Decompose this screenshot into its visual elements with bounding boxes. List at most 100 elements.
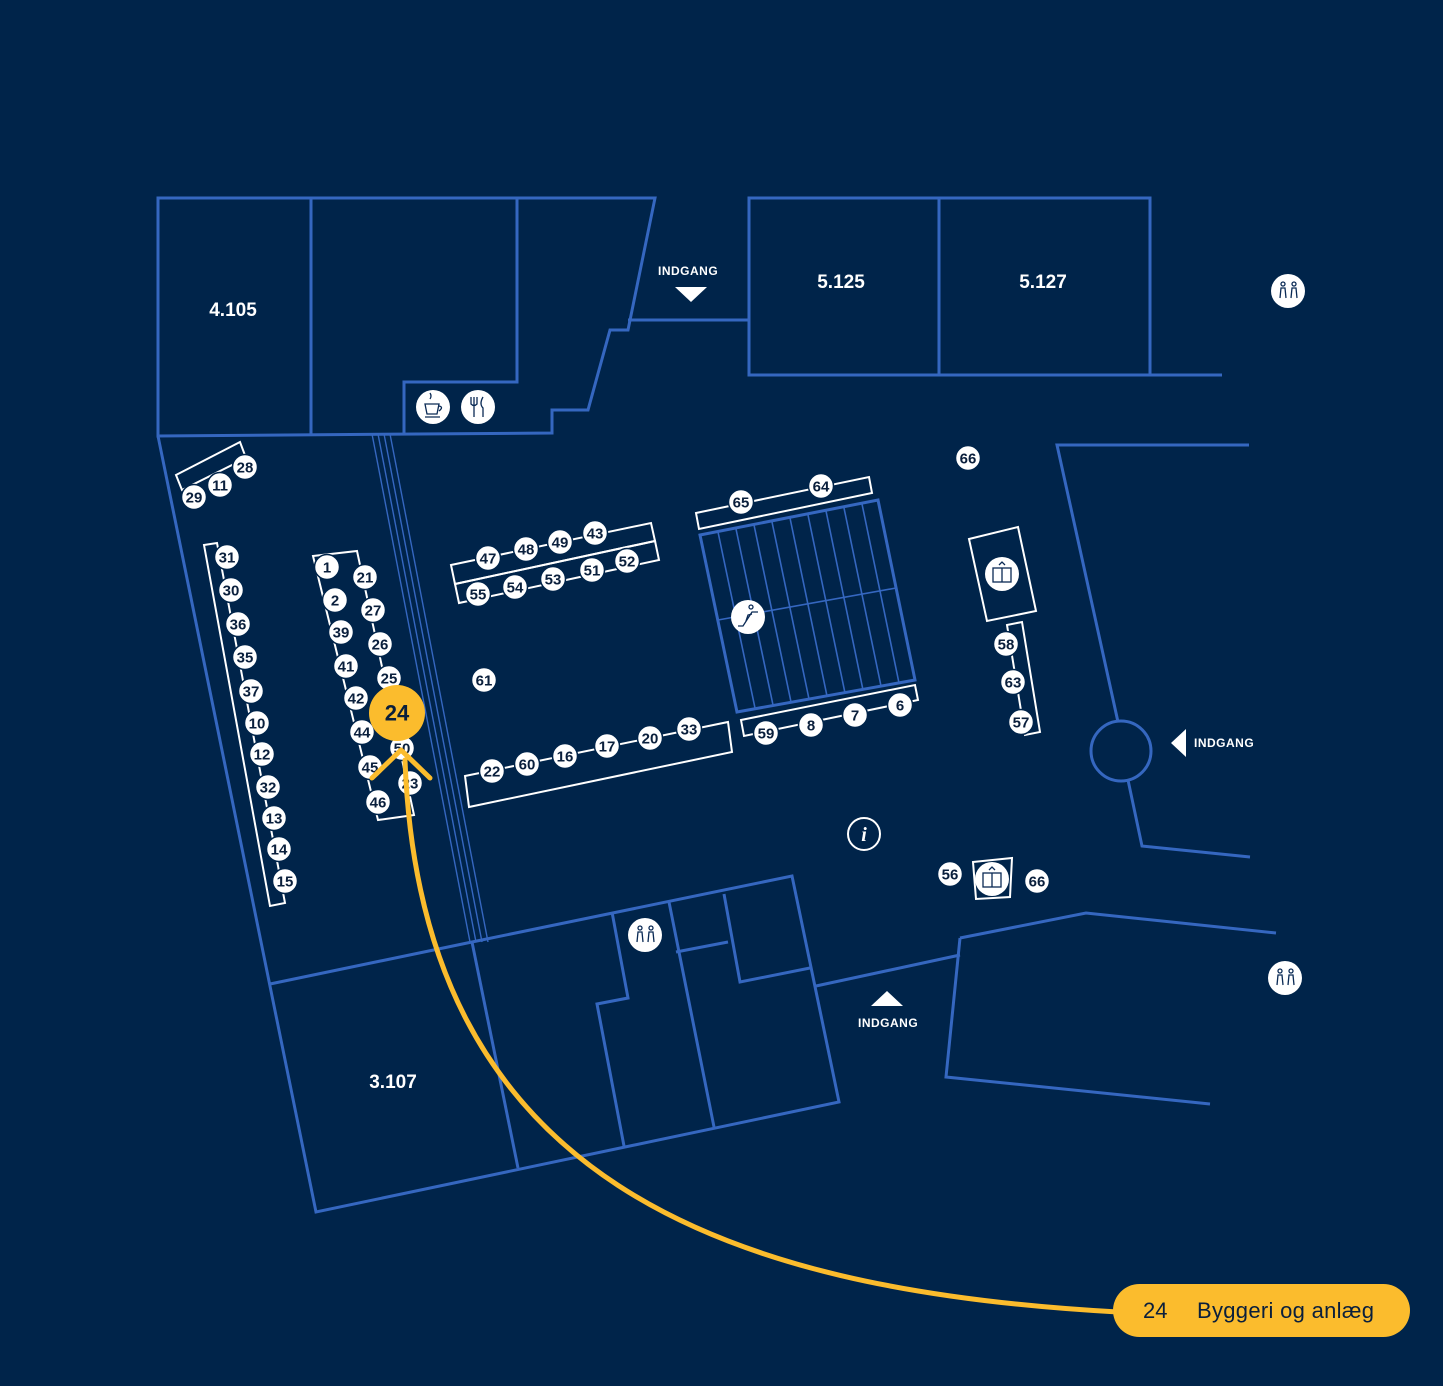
booth-marker[interactable]: 58 — [992, 630, 1020, 658]
booth-number: 60 — [519, 757, 536, 774]
booth-marker[interactable]: 2 — [321, 586, 349, 614]
booth-number: 48 — [518, 542, 535, 559]
booth-marker[interactable]: 53 — [539, 565, 567, 593]
booth-number: 61 — [476, 673, 493, 690]
booth-marker[interactable]: 6 — [886, 691, 914, 719]
booth-number: 35 — [237, 650, 254, 667]
booth-marker[interactable]: 28 — [231, 453, 259, 481]
booth-marker[interactable]: 12 — [248, 740, 276, 768]
booth-marker[interactable]: 20 — [636, 724, 664, 752]
booth-marker[interactable]: 31 — [213, 543, 241, 571]
info-icon[interactable]: i — [847, 817, 881, 851]
booth-number: 6 — [896, 698, 904, 715]
booth-marker[interactable]: 30 — [217, 576, 245, 604]
entrance-label: INDGANG — [858, 1016, 918, 1030]
booth-number: 12 — [254, 747, 271, 764]
booth-marker[interactable]: 48 — [512, 535, 540, 563]
booth-marker[interactable]: 54 — [501, 573, 529, 601]
booth-marker[interactable]: 26 — [366, 630, 394, 658]
booth-marker-circle — [478, 757, 506, 785]
booth-marker[interactable]: 17 — [593, 732, 621, 760]
booth-number: 16 — [557, 749, 574, 766]
booth-number: 30 — [223, 583, 240, 600]
booth-marker[interactable]: 63 — [999, 668, 1027, 696]
highlighted-booth[interactable]: 24 — [369, 685, 425, 741]
booth-marker[interactable]: 13 — [260, 804, 288, 832]
booth-marker[interactable]: 33 — [675, 715, 703, 743]
elevator-icon[interactable] — [975, 862, 1009, 896]
legend-label: Byggeri og anlæg — [1197, 1297, 1375, 1323]
booth-marker[interactable]: 27 — [359, 596, 387, 624]
booth-marker[interactable]: 47 — [474, 544, 502, 572]
booth-marker-circle — [231, 453, 259, 481]
booth-marker[interactable]: 8 — [797, 711, 825, 739]
booth-number: 20 — [642, 731, 659, 748]
booth-marker-circle — [613, 547, 641, 575]
booth-marker[interactable]: 44 — [348, 718, 376, 746]
booth-marker-circle — [886, 691, 914, 719]
booth-marker[interactable]: 21 — [351, 563, 379, 591]
booth-marker[interactable]: 45 — [356, 753, 384, 781]
booth-marker[interactable]: 1 — [313, 553, 341, 581]
restaurant-icon[interactable] — [461, 390, 495, 424]
booth-marker[interactable]: 22 — [478, 757, 506, 785]
booth-marker[interactable]: 56 — [936, 860, 964, 888]
booth-marker[interactable]: 65 — [727, 488, 755, 516]
booth-marker[interactable]: 16 — [551, 742, 579, 770]
booth-marker[interactable]: 7 — [841, 701, 869, 729]
booth-marker[interactable]: 49 — [546, 528, 574, 556]
booth-marker[interactable]: 64 — [807, 472, 835, 500]
elevator-icon[interactable] — [985, 557, 1019, 591]
booth-marker-circle — [351, 563, 379, 591]
booth-marker[interactable]: 14 — [265, 835, 293, 863]
booth-marker[interactable]: 25 — [375, 664, 403, 692]
booth-number: 54 — [507, 580, 524, 597]
booth-number: 39 — [333, 625, 350, 642]
booth-marker[interactable]: 23 — [396, 769, 424, 797]
highlighted-booth-number: 24 — [385, 701, 410, 726]
booth-marker[interactable]: 15 — [271, 867, 299, 895]
booth-marker[interactable]: 39 — [327, 618, 355, 646]
booth-number: 53 — [545, 572, 562, 589]
booth-marker[interactable]: 11 — [206, 471, 234, 499]
svg-text:i: i — [861, 824, 867, 846]
restroom-icon[interactable] — [1271, 274, 1305, 308]
stairs — [698, 498, 917, 714]
booth-marker-circle — [217, 576, 245, 604]
booth-marker[interactable]: 52 — [613, 547, 641, 575]
booth-marker[interactable]: 41 — [332, 652, 360, 680]
booth-marker-circle — [332, 652, 360, 680]
booth-marker-circle — [936, 860, 964, 888]
booth-marker-circle — [271, 867, 299, 895]
booth-number: 21 — [357, 570, 374, 587]
booth-marker[interactable]: 66 — [1023, 867, 1051, 895]
booth-marker[interactable]: 43 — [581, 519, 609, 547]
booth-marker[interactable]: 42 — [342, 684, 370, 712]
booth-marker-circle — [1023, 867, 1051, 895]
restroom-icon[interactable] — [628, 918, 662, 952]
coffee-icon[interactable] — [416, 390, 450, 424]
booth-number: 43 — [587, 526, 604, 543]
booth-marker[interactable]: 60 — [513, 750, 541, 778]
booth-marker[interactable]: 36 — [224, 610, 252, 638]
booth-marker-circle — [231, 643, 259, 671]
booth-marker-circle — [313, 553, 341, 581]
legend-item[interactable]: 24 Byggeri og anlæg — [1113, 1284, 1410, 1337]
booth-marker[interactable]: 46 — [364, 788, 392, 816]
booth-marker-circle — [999, 668, 1027, 696]
escalator-icon[interactable] — [731, 600, 765, 634]
booth-number: 47 — [480, 551, 497, 568]
booth-marker[interactable]: 61 — [470, 666, 498, 694]
booth-marker[interactable]: 37 — [237, 677, 265, 705]
booth-number: 17 — [599, 739, 616, 756]
booth-marker[interactable]: 10 — [243, 709, 271, 737]
booth-marker[interactable]: 55 — [464, 580, 492, 608]
booth-marker[interactable]: 32 — [254, 773, 282, 801]
restroom-icon[interactable] — [1268, 961, 1302, 995]
booth-marker[interactable]: 59 — [752, 719, 780, 747]
booth-marker[interactable]: 66 — [954, 444, 982, 472]
booth-marker[interactable]: 29 — [180, 483, 208, 511]
booth-marker[interactable]: 51 — [578, 556, 606, 584]
booth-marker[interactable]: 35 — [231, 643, 259, 671]
booth-marker[interactable]: 57 — [1007, 708, 1035, 736]
